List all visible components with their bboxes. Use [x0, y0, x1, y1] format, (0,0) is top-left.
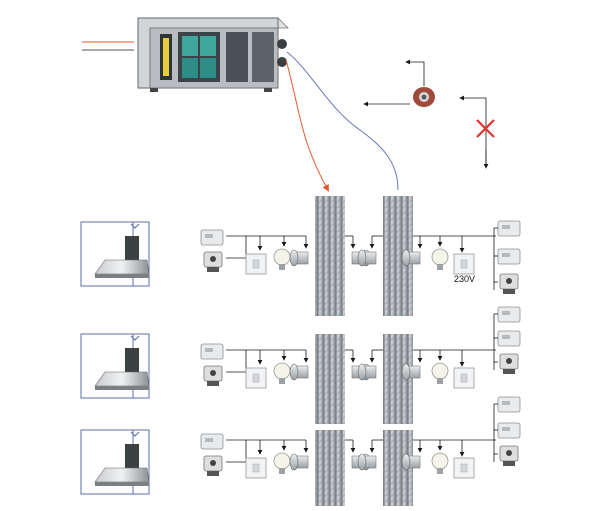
valve-icon — [289, 249, 309, 267]
sensor-box-icon — [497, 248, 521, 265]
sensor-box-icon — [497, 220, 521, 237]
wall-switch-icon — [245, 367, 267, 389]
light-bulb-icon — [273, 362, 291, 384]
humidistat-icon — [203, 251, 223, 272]
fan-up-arrow — [405, 59, 425, 86]
voltage-label: 230V — [454, 274, 475, 284]
sensor-box-icon — [200, 343, 224, 360]
humidistat-icon — [499, 445, 519, 466]
exhaust-duct — [383, 334, 413, 424]
valve-icon — [357, 363, 377, 381]
valve-icon — [289, 363, 309, 381]
valve-icon — [401, 363, 421, 381]
ahu-unit-icon — [137, 17, 289, 92]
sensor-box-icon — [200, 433, 224, 450]
wall-switch-icon — [245, 457, 267, 479]
supply-duct — [315, 430, 345, 506]
light-bulb-icon — [273, 248, 291, 270]
wall-switch-icon — [245, 253, 267, 275]
valve-icon — [289, 453, 309, 471]
wall-switch-icon — [453, 253, 475, 275]
light-bulb-icon — [431, 362, 449, 384]
cooker-hood-icon — [80, 333, 150, 399]
supply-duct — [315, 196, 345, 316]
sensor-box-icon — [497, 306, 521, 323]
supply-air-line — [285, 59, 329, 192]
roof-fan-icon — [413, 87, 435, 107]
cooker-hood-icon — [80, 429, 150, 495]
sensor-box-icon — [497, 422, 521, 439]
humidistat-icon — [203, 365, 223, 386]
valve-icon — [357, 453, 377, 471]
sensor-box-icon — [497, 330, 521, 347]
valve-icon — [401, 249, 421, 267]
cooker-hood-icon — [80, 221, 150, 287]
humidistat-icon — [203, 455, 223, 476]
blocked-x-icon — [476, 119, 495, 138]
light-bulb-icon — [431, 452, 449, 474]
valve-icon — [357, 249, 377, 267]
humidistat-icon — [499, 273, 519, 294]
fan-inlet-arrow — [459, 95, 487, 168]
humidistat-icon — [499, 353, 519, 374]
sensor-box-icon — [200, 229, 224, 246]
supply-duct — [315, 334, 345, 424]
wall-switch-icon — [453, 367, 475, 389]
valve-icon — [401, 453, 421, 471]
light-bulb-icon — [273, 452, 291, 474]
sensor-box-icon — [497, 396, 521, 413]
light-bulb-icon — [431, 248, 449, 270]
wall-switch-icon — [453, 457, 475, 479]
exhaust-air-line — [286, 51, 399, 191]
